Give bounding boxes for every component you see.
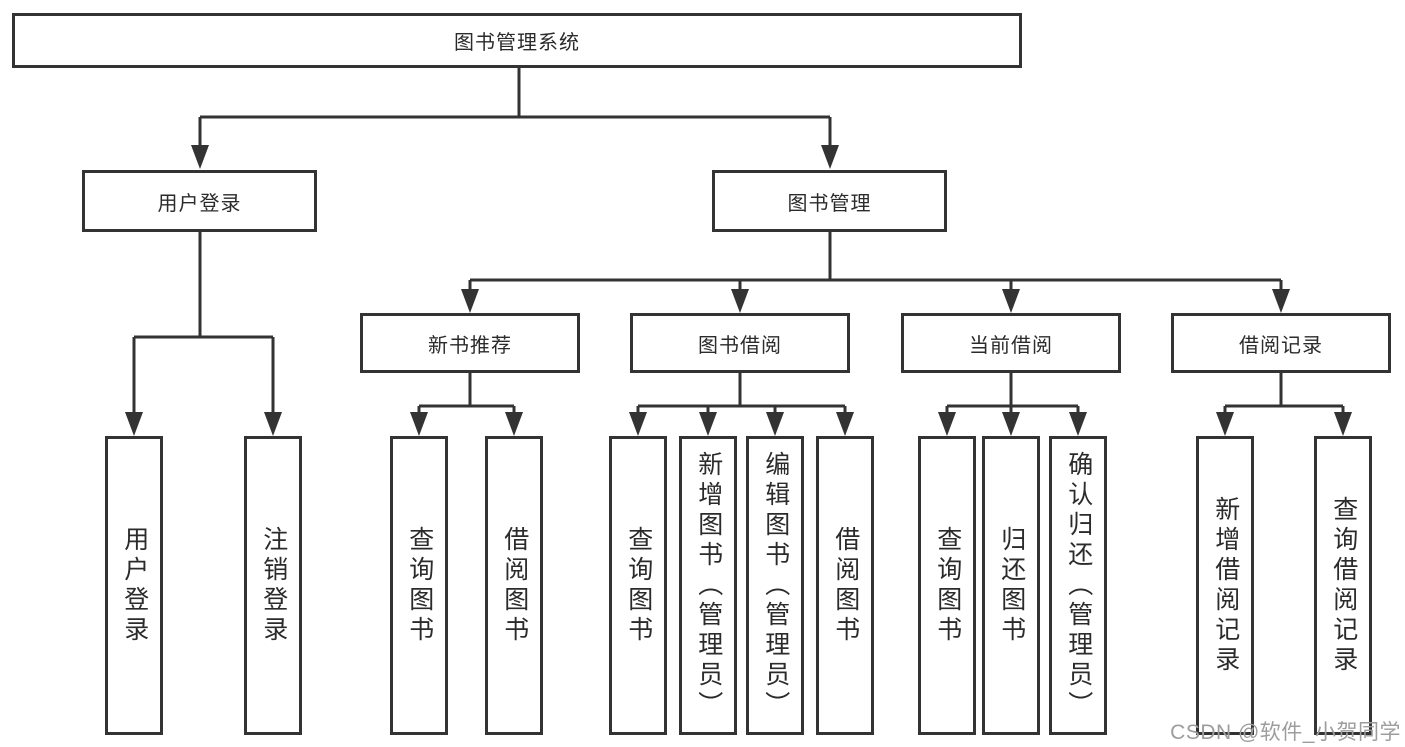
- leaf-logout: 注销登录: [244, 436, 302, 735]
- leaf-edit-books-admin: 编辑图书（管理员）: [746, 436, 804, 735]
- csdn-watermark: CSDN @软件_小贺同学: [1170, 721, 1401, 744]
- leaf-add-books-admin: 新增图书（管理员）: [679, 436, 737, 735]
- node-borrow-records: 借阅记录: [1171, 313, 1391, 373]
- leaf-query-books-borrow: 查询图书: [609, 436, 667, 735]
- leaf-query-books-recommend: 查询图书: [390, 436, 448, 735]
- leaf-return-books: 归还图书: [982, 436, 1040, 735]
- node-root-system: 图书管理系统: [12, 13, 1022, 68]
- leaf-borrow-books-recommend: 借阅图书: [485, 436, 543, 735]
- leaf-add-borrow-record: 新增借阅记录: [1196, 436, 1254, 735]
- leaf-query-books-current: 查询图书: [918, 436, 976, 735]
- arrowheads: [125, 145, 1352, 436]
- node-book-management: 图书管理: [712, 170, 947, 232]
- leaf-user-login: 用户登录: [105, 436, 163, 735]
- leaf-confirm-return-admin: 确认归还（管理员）: [1049, 436, 1107, 735]
- connector-lines: [132, 68, 1345, 420]
- leaf-borrow-books: 借阅图书: [816, 436, 874, 735]
- leaf-query-borrow-record: 查询借阅记录: [1314, 436, 1372, 735]
- node-user-login: 用户登录: [82, 170, 317, 232]
- node-book-borrow: 图书借阅: [630, 313, 850, 373]
- node-new-book-recommend: 新书推荐: [360, 313, 580, 373]
- node-current-borrow: 当前借阅: [901, 313, 1121, 373]
